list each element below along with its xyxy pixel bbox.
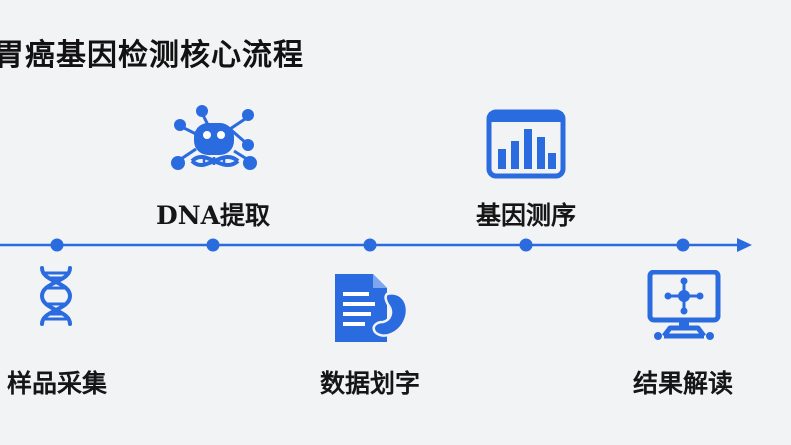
timeline-dot [206,238,220,252]
document-stomach-icon [335,274,409,342]
step-label-data: 数据划字 [319,369,421,398]
step-label-sequencing: 基因测序 [475,201,577,230]
timeline-dot [676,238,690,252]
bar-chart-board-icon [486,109,566,179]
dna-helix-icon [39,266,73,326]
timeline-dot [50,238,64,252]
timeline-dot [363,238,377,252]
diagram-title: 胃癌基因检测核心流程 [0,38,304,73]
step-label-interpretation: 结果解读 [632,369,734,398]
step-label-dna-extraction: DNA提取 [156,201,270,230]
network-monitor-icon [647,270,721,340]
step-label-sample: 样品采集 [6,369,108,398]
timeline-arrowhead [737,238,752,252]
timeline-dot [519,238,533,252]
molecule-network-icon [171,105,257,170]
